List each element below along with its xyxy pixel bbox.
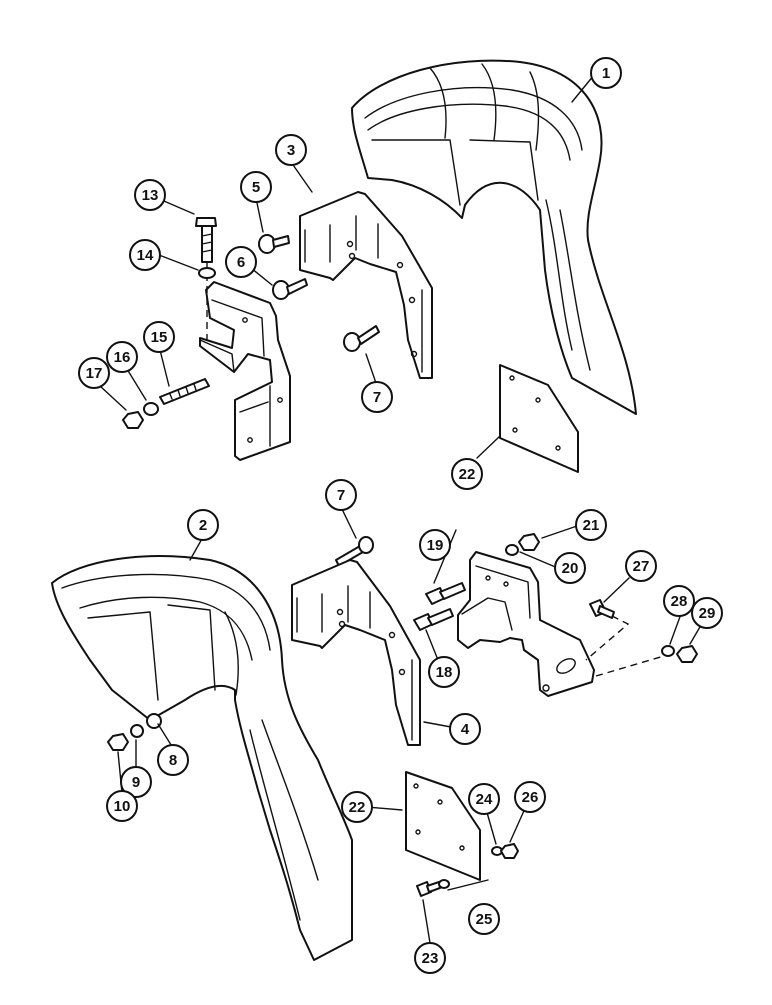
svg-text:22: 22: [459, 466, 476, 483]
washer-20: [505, 544, 519, 556]
callout-24: 24: [468, 783, 500, 815]
bolt-13: [195, 217, 217, 263]
washer-25: [438, 879, 450, 889]
washer-14: [198, 267, 216, 279]
bolt-18: [413, 608, 454, 631]
callout-8: 8: [157, 744, 189, 776]
svg-text:27: 27: [633, 558, 650, 575]
callout-7-upper: 7: [361, 381, 393, 413]
callout-21: 21: [575, 509, 607, 541]
bracket-lower-right: [457, 551, 595, 697]
callout-7-lower: 7: [325, 479, 357, 511]
fender-1: [351, 59, 637, 415]
bolt-27: [589, 599, 615, 619]
svg-text:25: 25: [476, 911, 493, 928]
callout-22-upper: 22: [451, 458, 483, 490]
svg-text:29: 29: [699, 605, 716, 622]
callout-3: 3: [275, 134, 307, 166]
svg-text:7: 7: [337, 487, 345, 504]
callout-27: 27: [625, 550, 657, 582]
screw-5: [258, 234, 290, 254]
callout-17: 17: [78, 357, 110, 389]
svg-text:2: 2: [199, 517, 207, 534]
callout-6: 6: [225, 246, 257, 278]
callouts: 1 2 3 4 5 6 7 7 8 9 10 13 14 15 16 17 18…: [78, 57, 723, 974]
plate-22-upper: [499, 364, 579, 473]
svg-text:17: 17: [86, 365, 103, 382]
screw-7-upper: [343, 325, 380, 352]
svg-text:20: 20: [562, 560, 579, 577]
washer-16: [143, 402, 159, 416]
svg-text:6: 6: [237, 254, 245, 271]
callout-15: 15: [143, 321, 175, 353]
svg-text:16: 16: [114, 349, 131, 366]
svg-text:7: 7: [373, 389, 381, 406]
svg-text:14: 14: [137, 247, 154, 264]
callout-16: 16: [106, 341, 138, 373]
washer-28: [661, 645, 675, 657]
callout-25: 25: [468, 903, 500, 935]
callout-26: 26: [514, 781, 546, 813]
plate-22-lower: [405, 771, 481, 881]
callout-4: 4: [449, 713, 481, 745]
svg-text:5: 5: [252, 179, 260, 196]
svg-text:22: 22: [349, 799, 366, 816]
washer-9: [130, 724, 144, 738]
callout-29: 29: [691, 597, 723, 629]
leader-lines: [99, 74, 705, 944]
svg-text:18: 18: [436, 664, 453, 681]
bracket-4: [291, 559, 421, 746]
svg-text:13: 13: [142, 187, 159, 204]
callout-22-lower: 22: [341, 791, 373, 823]
svg-text:24: 24: [476, 791, 493, 808]
callout-20: 20: [554, 552, 586, 584]
svg-text:19: 19: [427, 537, 444, 554]
svg-text:1: 1: [602, 65, 610, 82]
bolt-19: [425, 582, 466, 605]
callout-5: 5: [240, 171, 272, 203]
svg-text:10: 10: [114, 798, 131, 815]
screw-6: [272, 278, 308, 300]
nut-17: [122, 411, 144, 429]
callout-10: 10: [106, 790, 138, 822]
bracket-upper-left: [199, 262, 291, 461]
callout-1: 1: [590, 57, 622, 89]
nut-21: [518, 533, 540, 551]
nut-29: [676, 645, 698, 663]
nut-10: [107, 733, 129, 751]
stud-15: [159, 378, 210, 405]
callout-23: 23: [414, 942, 446, 974]
callout-14: 14: [129, 239, 161, 271]
callout-2: 2: [187, 509, 219, 541]
svg-text:26: 26: [522, 789, 539, 806]
nut-26: [500, 843, 519, 859]
svg-text:23: 23: [422, 950, 439, 967]
callout-13: 13: [134, 179, 166, 211]
svg-text:8: 8: [169, 752, 177, 769]
callout-9: 9: [120, 766, 152, 798]
svg-text:21: 21: [583, 517, 600, 534]
svg-text:15: 15: [151, 329, 168, 346]
bracket-3: [299, 191, 433, 379]
callout-19: 19: [419, 529, 451, 561]
svg-text:28: 28: [671, 593, 688, 610]
fender-2: [51, 555, 353, 961]
bolt-23: [416, 881, 441, 897]
callout-18: 18: [428, 656, 460, 688]
svg-text:3: 3: [287, 142, 295, 159]
screw-7-lower: [335, 536, 374, 567]
svg-text:9: 9: [132, 774, 140, 791]
callout-28: 28: [663, 585, 695, 617]
svg-text:4: 4: [461, 721, 470, 738]
